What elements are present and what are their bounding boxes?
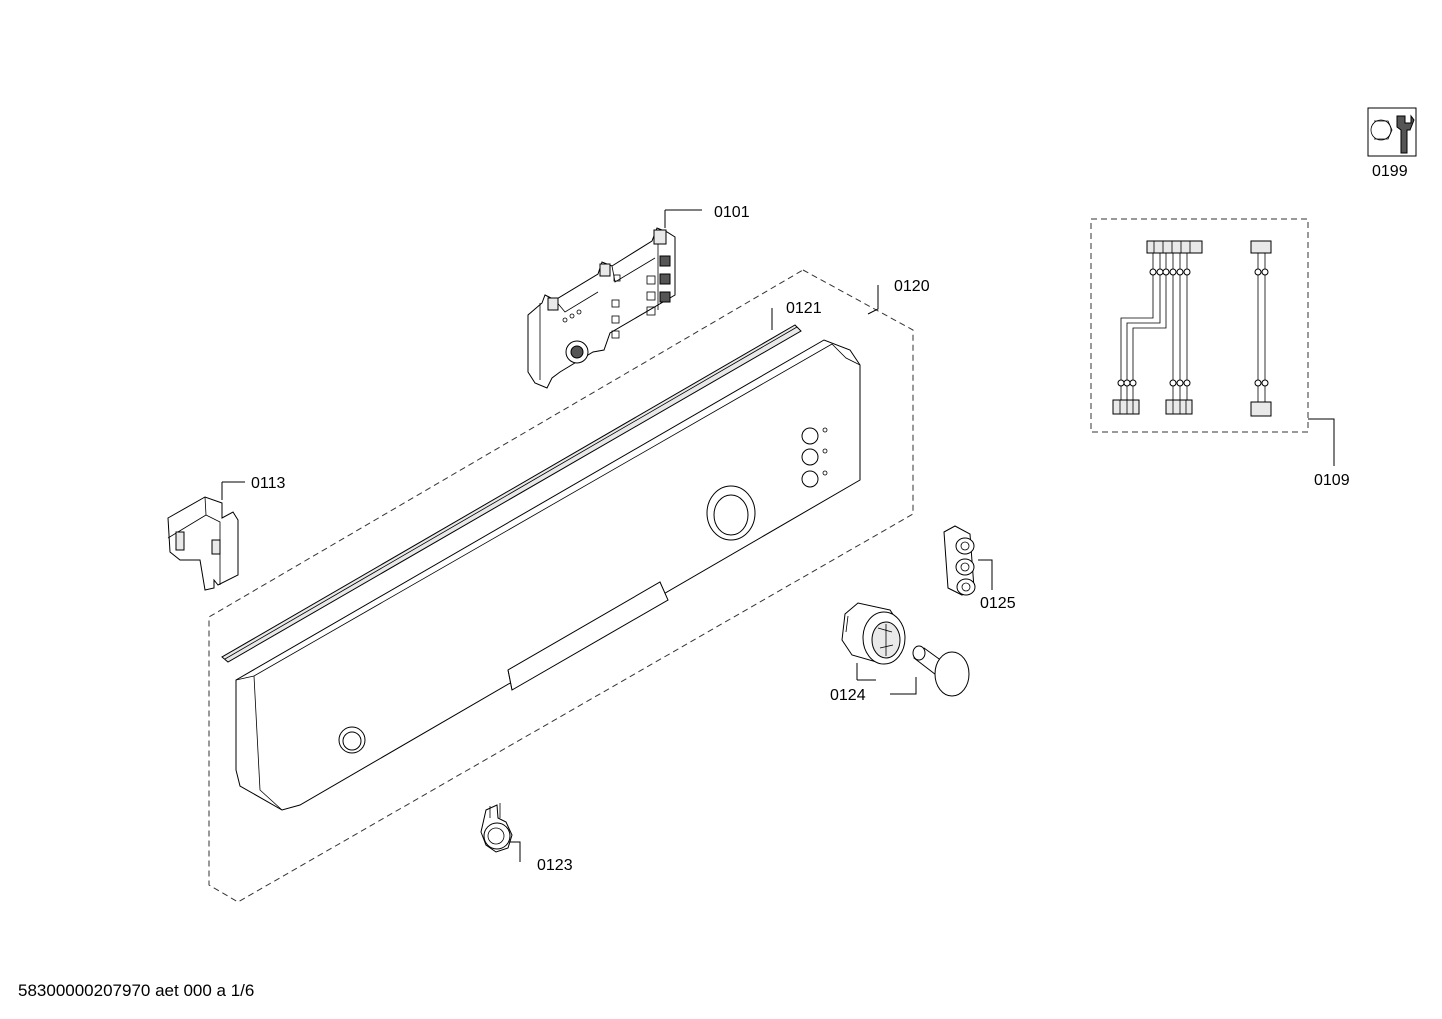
document-id: 58300000207970 aet 000 a 1/6 xyxy=(18,981,255,1000)
fascia-panel-group-outline xyxy=(208,269,914,903)
service-tool-icon xyxy=(1367,107,1417,157)
part-label-0101: 0101 xyxy=(714,204,750,221)
push-buttons xyxy=(943,525,993,596)
power-button xyxy=(480,803,521,862)
part-label-0120: 0120 xyxy=(894,278,930,295)
part-label-0199: 0199 xyxy=(1372,163,1408,180)
electronic-module xyxy=(527,209,702,389)
part-label-0113: 0113 xyxy=(251,475,286,492)
part-label-0124: 0124 xyxy=(830,687,866,704)
part-label-0121: 0121 xyxy=(786,300,822,317)
part-label-0123: 0123 xyxy=(537,857,573,874)
knob-cap xyxy=(890,645,970,697)
selector-knob xyxy=(841,602,906,681)
leader-0120 xyxy=(867,285,879,315)
control-panel-fascia xyxy=(235,339,861,811)
mounting-bracket xyxy=(167,481,245,591)
part-label-0109: 0109 xyxy=(1314,472,1350,489)
part-label-0125: 0125 xyxy=(980,595,1016,612)
seal-strip xyxy=(221,308,802,663)
wiring-harness-group xyxy=(1090,218,1335,466)
